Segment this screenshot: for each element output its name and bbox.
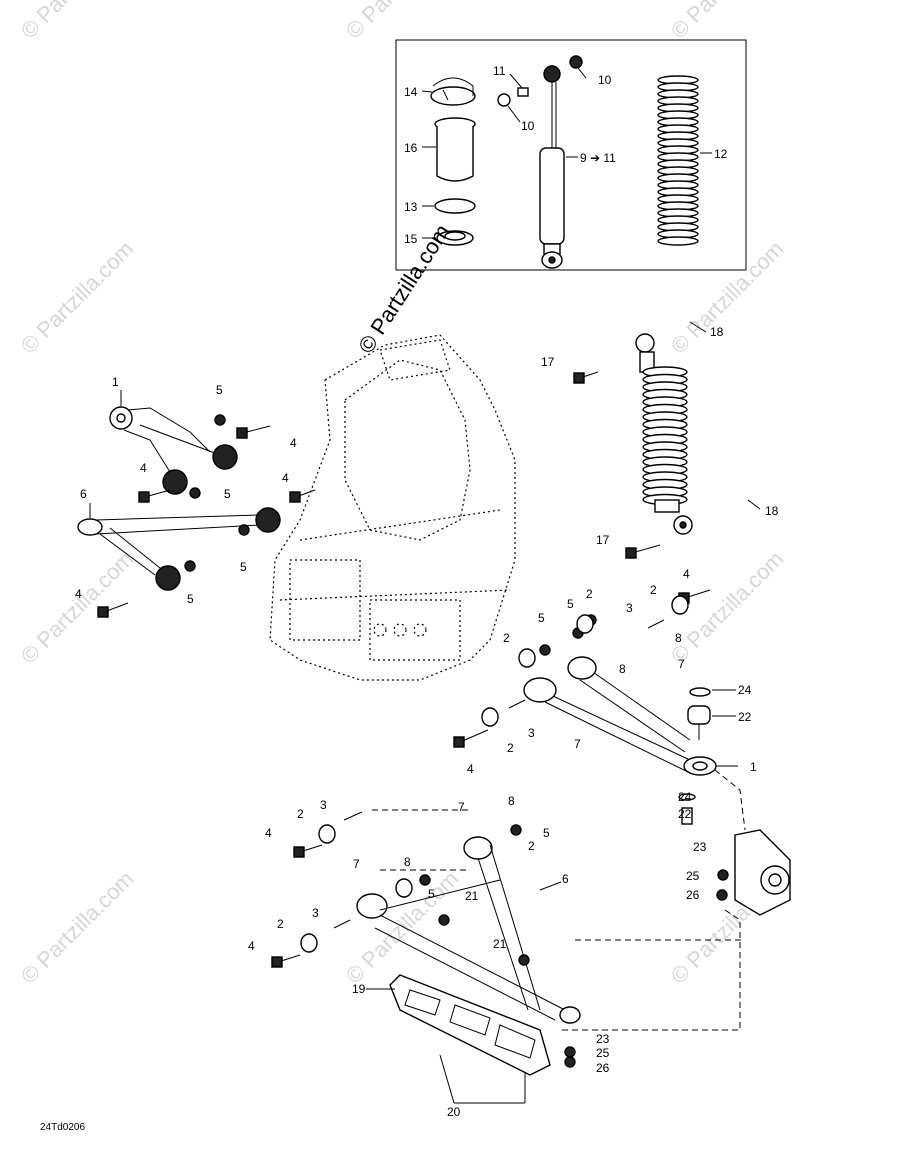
ring-part — [434, 198, 476, 214]
lower-a-arm-left — [77, 507, 281, 591]
callout-10: 10 — [521, 119, 535, 133]
callout-2: 2 — [297, 807, 304, 821]
callout-3: 3 — [312, 906, 319, 920]
callout-25: 25 — [596, 1046, 610, 1060]
callout-21: 21 — [465, 889, 479, 903]
spring-seat-part — [430, 77, 476, 106]
callout-18: 18 — [765, 504, 779, 518]
callout-21: 21 — [493, 937, 507, 951]
callout-1: 1 — [750, 760, 757, 774]
assembly-lines — [372, 769, 746, 1031]
steering-knuckle-part — [734, 829, 791, 916]
callouts: 14 16 13 15 11 10 10 9 ➔ 11 12 18 17 18 … — [75, 64, 779, 1119]
callout-7: 7 — [678, 657, 685, 671]
callout-24: 24 — [678, 790, 692, 804]
callout-4: 4 — [290, 436, 297, 450]
callout-8: 8 — [508, 794, 515, 808]
callout-6: 6 — [562, 872, 569, 886]
callout-5: 5 — [543, 826, 550, 840]
inset-box — [395, 39, 747, 271]
sleeve-part — [434, 117, 476, 182]
callout-2: 2 — [507, 741, 514, 755]
ball-joint-part — [687, 705, 711, 725]
callout-7: 7 — [458, 800, 465, 814]
callout-4: 4 — [248, 939, 255, 953]
callout-4: 4 — [282, 471, 289, 485]
callout-11: 11 — [493, 64, 506, 78]
callout-7: 7 — [353, 857, 360, 871]
callout-8: 8 — [619, 662, 626, 676]
watermark: © Partzilla.com — [16, 0, 139, 44]
callout-2: 2 — [586, 587, 593, 601]
callout-16: 16 — [404, 141, 418, 155]
callout-4: 4 — [140, 461, 147, 475]
drawing-code: 24Td0206 — [40, 1122, 85, 1133]
callout-8: 8 — [404, 855, 411, 869]
callout-18: 18 — [710, 325, 724, 339]
callout-15: 15 — [404, 232, 418, 246]
callout-7: 7 — [574, 737, 581, 751]
coilover-shock-part — [635, 333, 693, 535]
callout-4: 4 — [75, 587, 82, 601]
upper-a-arm-right — [523, 656, 717, 776]
callout-19: 19 — [352, 982, 366, 996]
lower-a-arm-right — [356, 836, 581, 1024]
callout-2: 2 — [503, 631, 510, 645]
watermark: © Partzilla.com — [666, 236, 789, 359]
callout-25: 25 — [686, 869, 700, 883]
fasteners — [97, 371, 729, 1068]
inset-shock-absorber — [497, 55, 583, 269]
callout-5: 5 — [428, 887, 435, 901]
circlip-part — [689, 687, 711, 697]
callout-5: 5 — [240, 560, 247, 574]
callout-2: 2 — [528, 839, 535, 853]
callout-12: 12 — [714, 147, 728, 161]
callout-5: 5 — [187, 592, 194, 606]
coil-spring-part — [657, 75, 699, 246]
callout-26: 26 — [686, 888, 700, 902]
callout-13: 13 — [404, 200, 418, 214]
callout-5: 5 — [538, 611, 545, 625]
watermark: © Partzilla.com — [16, 546, 139, 669]
callout-5: 5 — [567, 597, 574, 611]
callout-3: 3 — [528, 726, 535, 740]
callout-5: 5 — [224, 487, 231, 501]
callout-17: 17 — [596, 533, 610, 547]
callout-3: 3 — [626, 601, 633, 615]
callout-22: 22 — [678, 807, 692, 821]
callout-4: 4 — [467, 762, 474, 776]
callout-4: 4 — [265, 826, 272, 840]
watermark: © Partzilla.com — [16, 236, 139, 359]
callout-26: 26 — [596, 1061, 610, 1075]
callout-2: 2 — [277, 917, 284, 931]
skid-plate-part — [389, 974, 551, 1076]
callout-24: 24 — [738, 683, 752, 697]
callout-23: 23 — [693, 840, 707, 854]
watermark: © Partzilla.com — [666, 0, 789, 44]
watermark: © Partzilla.com — [341, 0, 464, 44]
callout-1: 1 — [112, 375, 119, 389]
vehicle-frame — [269, 334, 516, 681]
callout-6: 6 — [80, 487, 87, 501]
callout-17: 17 — [541, 355, 555, 369]
watermark: © Partzilla.com — [16, 866, 139, 989]
callout-23: 23 — [596, 1032, 610, 1046]
leader-lines — [89, 67, 761, 1104]
callout-22: 22 — [738, 710, 752, 724]
callout-4: 4 — [683, 567, 690, 581]
callout-10: 10 — [598, 73, 612, 87]
callout-14: 14 — [404, 85, 418, 99]
callout-3: 3 — [320, 798, 327, 812]
callout-8: 8 — [675, 631, 682, 645]
callout-20: 20 — [447, 1105, 461, 1119]
callout-2: 2 — [650, 583, 657, 597]
upper-a-arm-left — [109, 406, 238, 495]
callout-5: 5 — [216, 383, 223, 397]
callout-9-11: 9 ➔ 11 — [580, 151, 616, 165]
